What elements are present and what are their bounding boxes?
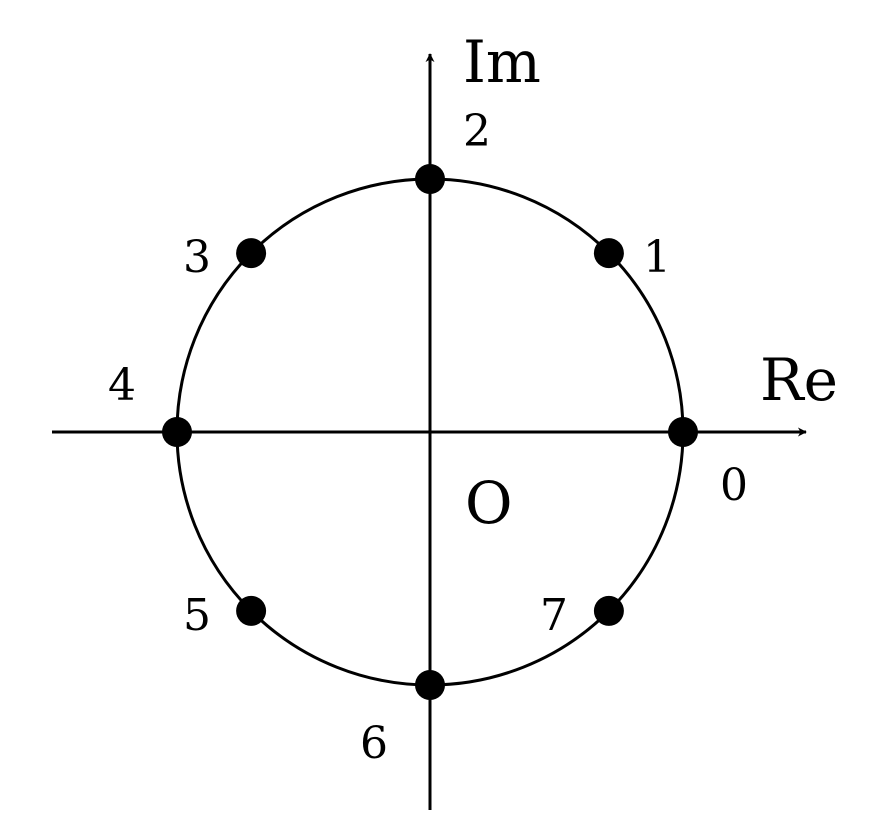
- root-point-label-6: 6: [360, 718, 388, 769]
- root-point-label-0: 0: [720, 460, 748, 511]
- real-axis-label: Re: [760, 346, 838, 414]
- root-point-5: [236, 595, 267, 626]
- root-point-label-4: 4: [108, 360, 136, 411]
- root-point-6: [415, 670, 445, 700]
- root-point-7: [593, 595, 624, 626]
- root-point-2: [415, 164, 445, 194]
- root-point-3: [236, 238, 267, 269]
- points-layer: 0 1 2 3 4 5 6 7: [108, 106, 748, 769]
- root-point-1: [593, 238, 624, 269]
- root-point-label-3: 3: [183, 232, 211, 283]
- root-point-label-7: 7: [540, 590, 568, 641]
- root-point-4: [162, 417, 192, 447]
- imaginary-axis-label: Im: [463, 28, 541, 96]
- origin-label: O: [465, 469, 513, 537]
- root-point-label-5: 5: [183, 590, 211, 641]
- root-point-label-1: 1: [643, 232, 671, 283]
- root-point-0: [668, 417, 698, 447]
- root-point-label-2: 2: [463, 106, 491, 157]
